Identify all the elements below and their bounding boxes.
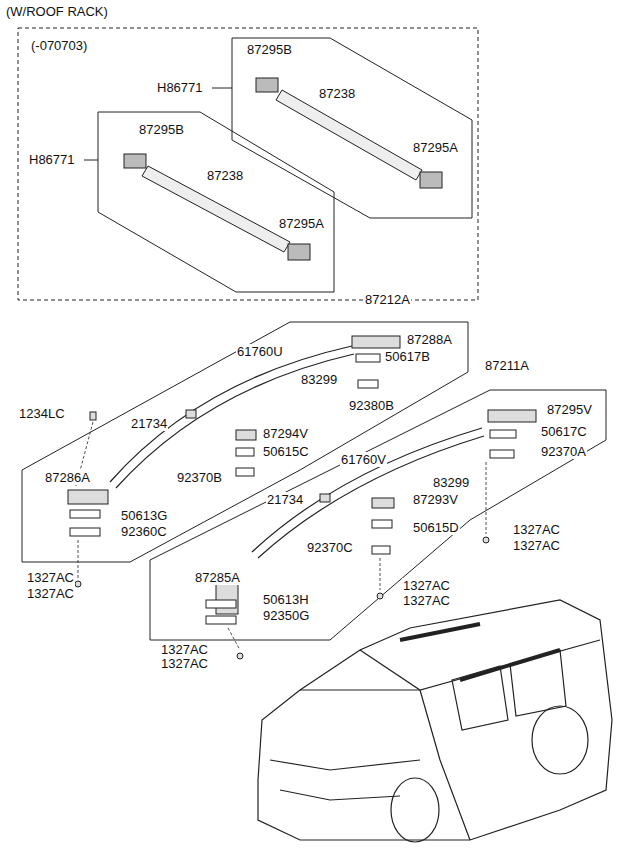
part-number: 1327AC <box>402 578 451 593</box>
part-number: 87238 <box>206 168 244 183</box>
part-number: 92370A <box>540 444 587 459</box>
part-number: 1327AC <box>160 656 209 671</box>
part-number: 1327AC <box>26 570 75 585</box>
part-number: 50613H <box>262 592 310 607</box>
part-number: 87212A <box>364 292 411 307</box>
dashed-group <box>18 28 478 300</box>
part-number: 1327AC <box>512 522 561 537</box>
part-number: 1327AC <box>26 586 75 601</box>
part-number: 92360C <box>120 524 168 539</box>
diagram-title: (W/ROOF RACK) <box>6 4 108 19</box>
part-number: 87294V <box>262 426 309 441</box>
part-number: 92370B <box>176 470 223 485</box>
part-number: 87211A <box>484 358 530 373</box>
part-number: 21734 <box>266 492 304 507</box>
part-number: 87295B <box>246 42 293 57</box>
part-number: 50613G <box>120 508 168 523</box>
part-number: 87295A <box>278 216 325 231</box>
part-number: 50615D <box>412 520 460 535</box>
part-number: (-070703) <box>30 38 88 53</box>
part-number: 87238 <box>318 86 356 101</box>
part-number: 87288A <box>406 332 453 347</box>
part-number: 21734 <box>130 416 168 431</box>
part-number: 1234LC <box>18 406 66 421</box>
part-number: 83299 <box>432 475 470 490</box>
part-number: 87295V <box>546 402 593 417</box>
part-number: 1327AC <box>512 538 561 553</box>
part-number: 87285A <box>194 570 241 585</box>
part-number: H86771 <box>28 152 76 167</box>
part-number: 87293V <box>412 492 459 507</box>
part-number: 61760V <box>340 452 387 467</box>
part-number: H86771 <box>156 80 204 95</box>
part-number: 87286A <box>44 470 91 485</box>
part-number: 87295A <box>412 140 459 155</box>
part-number: 61760U <box>236 344 284 359</box>
part-number: 1327AC <box>160 642 209 657</box>
part-number: 50615C <box>262 444 310 459</box>
part-number: 83299 <box>300 372 338 387</box>
part-number: 87295B <box>138 122 185 137</box>
part-number: 50617C <box>540 424 588 439</box>
part-number: 92380B <box>348 398 395 413</box>
part-number: 50617B <box>384 349 431 364</box>
part-number: 92350G <box>262 608 310 623</box>
part-number: 1327AC <box>402 593 451 608</box>
part-number: 92370C <box>306 540 354 555</box>
